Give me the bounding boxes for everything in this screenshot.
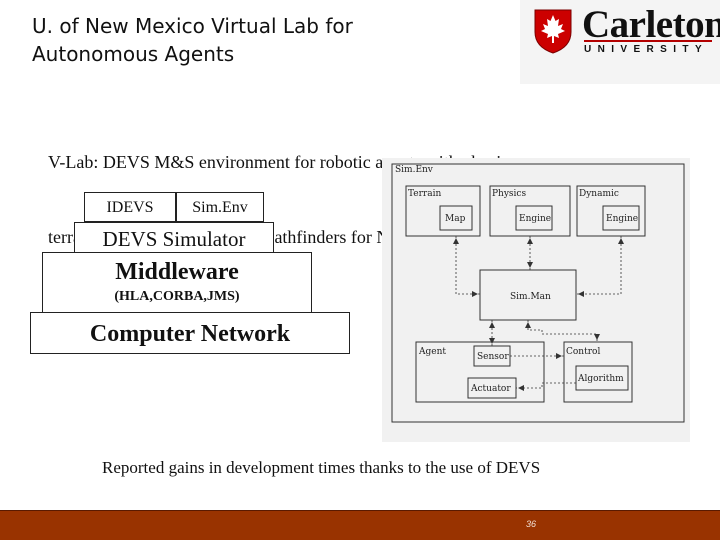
simenv-diagram: Sim.Env Terrain Map Physics Engine Dynam… bbox=[382, 158, 690, 442]
middleware-sublabel: (HLA,CORBA,JMS) bbox=[114, 289, 240, 304]
dynamic-engine-box bbox=[602, 205, 640, 231]
middleware-label: Middleware bbox=[115, 259, 239, 285]
logo-subtitle: UNIVERSITY bbox=[584, 44, 709, 55]
terrain-label: Terrain bbox=[408, 189, 441, 199]
devs-simulator-box: DEVS Simulator bbox=[74, 222, 274, 254]
algorithm-box bbox=[575, 365, 629, 391]
diagram-connectors bbox=[455, 236, 622, 389]
physics-engine-box bbox=[515, 205, 553, 231]
map-box bbox=[439, 205, 473, 231]
simman-label: Sim.Man bbox=[510, 292, 551, 302]
agent-box bbox=[415, 341, 545, 403]
sensor-label: Sensor bbox=[477, 352, 509, 362]
middleware-box: Middleware (HLA,CORBA,JMS) bbox=[42, 252, 312, 314]
caption-text: Reported gains in development times than… bbox=[102, 458, 541, 477]
control-label: Control bbox=[566, 347, 600, 357]
physics-engine-label: Engine bbox=[519, 214, 551, 224]
simenv-box: Sim.Env bbox=[176, 192, 264, 222]
dynamic-box bbox=[576, 185, 646, 237]
simenv-outer-label: Sim.Env bbox=[395, 165, 434, 175]
terrain-box bbox=[405, 185, 481, 237]
maple-leaf-shield-icon bbox=[534, 9, 572, 54]
carleton-logo: Carleton UNIVERSITY bbox=[520, 0, 720, 84]
page-number: 36 bbox=[526, 519, 537, 529]
algorithm-label: Algorithm bbox=[577, 374, 624, 384]
dynamic-label: Dynamic bbox=[579, 189, 619, 199]
idevs-box: IDEVS bbox=[84, 192, 176, 222]
actuator-label: Actuator bbox=[470, 384, 511, 394]
agent-label: Agent bbox=[418, 347, 446, 357]
map-label: Map bbox=[445, 214, 466, 224]
control-box bbox=[563, 341, 633, 403]
title-line-1: U. of New Mexico Virtual Lab for bbox=[32, 14, 353, 38]
logo-rule bbox=[584, 40, 712, 42]
simenv-outer-frame bbox=[391, 163, 685, 423]
simenv-diagram-svg: Sim.Env Terrain Map Physics Engine Dynam… bbox=[391, 163, 685, 423]
logo-wordmark: Carleton bbox=[582, 3, 720, 46]
physics-label: Physics bbox=[492, 189, 526, 199]
slide-title: U. of New Mexico Virtual Lab for Autonom… bbox=[32, 12, 472, 68]
dynamic-engine-label: Engine bbox=[606, 214, 638, 224]
footer-bar: 36 bbox=[0, 510, 720, 540]
title-line-2: Autonomous Agents bbox=[32, 42, 235, 66]
computer-network-box: Computer Network bbox=[30, 312, 350, 354]
diagram-arrowheads bbox=[453, 238, 624, 391]
